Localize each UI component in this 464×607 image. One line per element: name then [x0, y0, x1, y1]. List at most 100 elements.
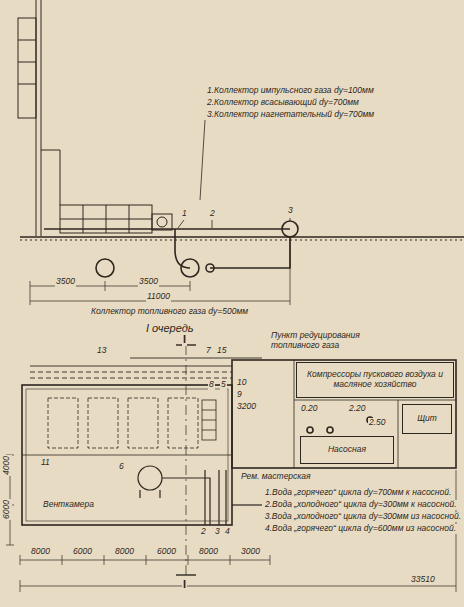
dimension-line — [104, 555, 105, 565]
section-line — [186, 345, 187, 575]
auxiliary-building — [232, 360, 456, 468]
dimension-line — [62, 555, 63, 565]
building-wall — [60, 150, 61, 205]
stage-label: I очередь — [145, 322, 195, 335]
dimension-line — [105, 281, 106, 291]
compressor-hall — [22, 385, 232, 525]
dimension: 8000 — [114, 547, 135, 557]
dimension: 4000 — [2, 455, 12, 476]
dimension-line — [30, 286, 190, 287]
callout-number: 2 — [209, 209, 216, 219]
auxiliary-building — [294, 360, 295, 468]
dimension: 2.20 — [348, 404, 367, 414]
building-wall — [18, 40, 36, 41]
callout-number: 7 — [205, 346, 212, 356]
pipe-rack — [232, 358, 262, 359]
water-tank — [138, 466, 210, 525]
dimension: 33510 — [410, 575, 436, 585]
water-pipe — [232, 504, 262, 505]
building-wall — [18, 0, 60, 236]
dimension-line — [6, 545, 14, 546]
dimension-line — [146, 555, 147, 565]
leader-line — [178, 220, 184, 228]
dimension: 6000 — [156, 547, 177, 557]
compressor-unit — [168, 398, 198, 448]
building-wall — [41, 150, 60, 151]
compressor-unit — [60, 219, 152, 220]
dimension-line — [188, 555, 189, 565]
dimension: 8000 — [30, 547, 51, 557]
water-tank — [139, 490, 140, 498]
compressor-unit — [128, 398, 158, 448]
compressor-unit — [88, 398, 118, 448]
pipe-rack — [30, 372, 232, 373]
callout-number: 15 — [216, 346, 227, 356]
dimension-line — [20, 580, 21, 592]
compressor-hall — [22, 385, 232, 525]
pipe-rack — [130, 358, 232, 359]
gas-pipe — [210, 237, 290, 268]
room: Щит — [402, 404, 452, 434]
dimension: 0.20 — [300, 404, 319, 414]
pipe-rack — [30, 366, 232, 367]
dimension: 3200 — [236, 402, 257, 412]
water-tank — [162, 478, 210, 525]
ground-line — [20, 236, 464, 238]
auxiliary-building — [327, 427, 333, 433]
pipe-label: Коллектор топливного газа dу=500мм — [90, 307, 249, 317]
room-name: Пункт редуцирования топливного газа — [270, 331, 402, 351]
room-name: Венткамера — [42, 500, 95, 510]
auxiliary-building — [398, 400, 399, 468]
gas-pipe — [181, 259, 199, 277]
callout-number: 5 — [220, 380, 227, 390]
gas-pipe — [96, 259, 114, 277]
callout-number: 3 — [214, 527, 221, 537]
room: Компрессоры пускового воздуха и масляное… — [296, 362, 454, 398]
callout-number: 1 — [181, 209, 188, 219]
compressor-unit — [157, 217, 167, 227]
callout-number: 10 — [236, 378, 247, 388]
callout-number: 6 — [118, 462, 125, 472]
building-wall — [18, 84, 36, 85]
pipe-rack — [30, 378, 232, 379]
dimension-line — [30, 281, 31, 305]
compressor-unit — [48, 398, 216, 448]
callout-number: 2 — [200, 527, 207, 537]
water-pipe — [218, 470, 219, 525]
leader-line — [200, 120, 205, 200]
pipe-rack — [30, 358, 262, 378]
dimension-line — [290, 240, 291, 305]
room-name: Щит — [417, 414, 437, 424]
section-mark: I — [182, 578, 187, 591]
room: Насосная — [300, 436, 394, 464]
compressor-unit — [48, 398, 78, 448]
dimension-line — [230, 555, 231, 565]
callout-number: 9 — [236, 390, 243, 400]
callout-number: 8 — [208, 380, 215, 390]
auxiliary-building — [307, 427, 313, 433]
callout-number: 4 — [224, 527, 231, 537]
callout-number: 3 — [287, 206, 294, 216]
ground-line — [20, 237, 464, 240]
room-name: Рем. мастерская — [240, 472, 312, 482]
legend-note: 3.Коллектор нагнетательный dу=700мм — [206, 110, 375, 120]
auxiliary-building — [232, 360, 456, 468]
leader-line — [178, 120, 290, 228]
compressor-unit — [202, 400, 216, 440]
legend-note: 2.Вода „холодного“ цикла dу=300мм к насо… — [264, 500, 458, 510]
dimension: 3500 — [138, 277, 159, 287]
dimension-line — [190, 281, 191, 291]
legend-note: 4.Вода „горячего“ цикла dу=600мм из насо… — [264, 524, 457, 534]
dimension-line — [30, 240, 290, 305]
leader-line — [290, 218, 291, 221]
compressor-unit — [202, 420, 216, 421]
water-pipe — [225, 470, 226, 525]
section-mark: I — [182, 333, 187, 346]
legend-note: 2.Коллектор всасывающий dу=700мм — [206, 98, 360, 108]
gas-pipe — [206, 264, 214, 272]
section-line — [176, 574, 196, 575]
callout-number: 13 — [96, 346, 107, 356]
dimension: 6000 — [2, 499, 12, 520]
auxiliary-building — [294, 400, 456, 401]
leader-line — [212, 220, 213, 228]
